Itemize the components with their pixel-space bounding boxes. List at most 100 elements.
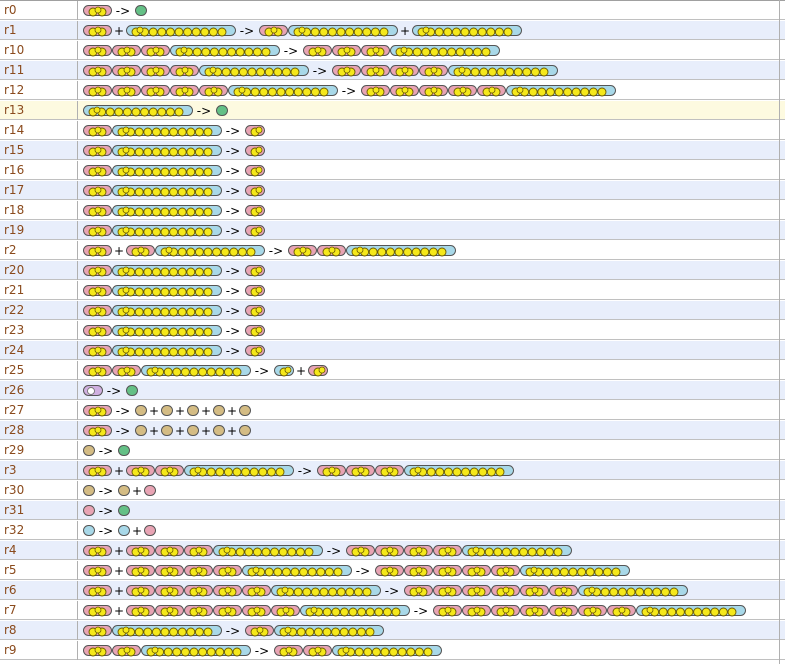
site-icon xyxy=(166,566,174,574)
bead-icon xyxy=(313,627,323,637)
reaction-id: r16 xyxy=(0,161,78,180)
bead-icon xyxy=(203,347,213,357)
site-icon xyxy=(386,546,394,554)
reaction-row-r6[interactable]: r6+-> xyxy=(0,581,785,600)
monomer-icon xyxy=(118,445,130,456)
plus-sign: + xyxy=(132,484,142,498)
site-icon xyxy=(94,366,102,374)
bead-icon xyxy=(542,567,552,577)
reaction-row-r22[interactable]: r22-> xyxy=(0,301,785,320)
site-icon xyxy=(357,546,365,554)
bead-icon xyxy=(319,27,329,37)
bead-icon xyxy=(177,127,187,137)
bead-icon xyxy=(452,467,462,477)
reaction-row-r25[interactable]: r25->+ xyxy=(0,361,785,380)
bead-icon xyxy=(727,607,737,617)
reaction-row-r7[interactable]: r7+-> xyxy=(0,601,785,620)
bead-icon xyxy=(484,547,494,557)
reaction-row-r3[interactable]: r3+-> xyxy=(0,461,785,480)
reaction-row-r15[interactable]: r15 -> xyxy=(0,141,785,160)
bead-icon xyxy=(160,187,170,197)
bead-icon xyxy=(423,647,433,657)
bead-icon xyxy=(105,107,115,117)
bead-icon xyxy=(143,327,153,337)
reaction-id: r15 xyxy=(0,141,78,160)
reaction-row-r23[interactable]: r23-> xyxy=(0,321,785,340)
reaction-row-r31[interactable]: r31-> xyxy=(0,501,785,520)
reaction-row-r27[interactable]: r27->++++ xyxy=(0,401,785,420)
bead-icon xyxy=(554,87,564,97)
reaction-row-r10[interactable]: r10-> xyxy=(0,41,785,60)
monomer-icon xyxy=(135,5,147,16)
bead-icon xyxy=(191,27,201,37)
site-icon xyxy=(314,46,322,54)
reaction-row-r32[interactable]: r32->+ xyxy=(0,521,785,540)
reaction-row-r12[interactable]: r12-> xyxy=(0,81,785,100)
site-icon xyxy=(94,46,102,54)
monomer-icon xyxy=(144,525,156,536)
bead-icon xyxy=(140,107,150,117)
site-icon xyxy=(253,606,261,614)
bead-icon xyxy=(114,107,124,117)
reaction-arrow: -> xyxy=(226,284,240,298)
reaction-row-r21[interactable]: r21-> xyxy=(0,281,785,300)
reaction-row-r2[interactable]: r2+-> xyxy=(0,241,785,260)
site-icon xyxy=(255,206,263,214)
reaction-equation: +-> xyxy=(83,244,456,258)
reaction-row-r9[interactable]: r9-> xyxy=(0,641,785,660)
site-icon xyxy=(122,206,130,214)
reaction-row-r28[interactable]: r28->++++ xyxy=(0,421,785,440)
site-icon xyxy=(318,366,326,374)
reaction-row-r13[interactable]: r13-> xyxy=(0,101,785,120)
bead-icon xyxy=(290,67,300,77)
reaction-row-r11[interactable]: r11-> xyxy=(0,61,785,80)
bead-icon xyxy=(290,567,300,577)
site-icon xyxy=(430,66,438,74)
site-icon xyxy=(415,546,423,554)
reaction-row-r8[interactable]: r8-> xyxy=(0,621,785,640)
site-icon xyxy=(94,346,102,354)
bead-icon xyxy=(235,547,245,557)
site-icon xyxy=(122,306,130,314)
site-icon xyxy=(270,26,278,34)
reaction-equation: -> xyxy=(83,104,228,118)
bead-icon xyxy=(339,627,349,637)
bead-icon xyxy=(148,107,158,117)
reaction-equation: -> xyxy=(83,624,384,638)
monomer-icon xyxy=(118,505,130,516)
reaction-row-r14[interactable]: r14-> xyxy=(0,121,785,140)
site-icon xyxy=(94,66,102,74)
bead-icon xyxy=(594,567,604,577)
reaction-row-r20[interactable]: r20-> xyxy=(0,261,785,280)
reaction-row-r18[interactable]: r18-> xyxy=(0,201,785,220)
reaction-row-r26[interactable]: r26-> xyxy=(0,381,785,400)
site-icon xyxy=(223,546,231,554)
site-icon xyxy=(328,246,336,254)
reaction-row-r19[interactable]: r19-> xyxy=(0,221,785,240)
bead-icon xyxy=(194,307,204,317)
monomer-icon xyxy=(135,425,147,436)
reaction-equation: +-> xyxy=(83,544,572,558)
reaction-equation: -> xyxy=(83,44,500,58)
site-icon xyxy=(459,86,467,94)
reaction-row-r5[interactable]: r5+-> xyxy=(0,561,785,580)
reaction-arrow: -> xyxy=(226,144,240,158)
reaction-row-r1[interactable]: r1+->+ xyxy=(0,21,785,40)
site-icon xyxy=(284,366,292,374)
reaction-row-r30[interactable]: r30->+ xyxy=(0,481,785,500)
reaction-row-r24[interactable]: r24-> xyxy=(0,341,785,360)
reaction-arrow: -> xyxy=(255,644,269,658)
reaction-row-r16[interactable]: r16-> xyxy=(0,161,785,180)
monomer-icon xyxy=(83,445,95,456)
reaction-arrow: -> xyxy=(226,204,240,218)
bead-icon xyxy=(295,547,305,557)
bead-icon xyxy=(304,547,314,557)
bead-icon xyxy=(203,307,213,317)
reaction-equation: -> xyxy=(83,64,558,78)
bead-icon xyxy=(151,627,161,637)
reaction-row-r0[interactable]: r0-> xyxy=(0,1,785,20)
reaction-row-r4[interactable]: r4+-> xyxy=(0,541,785,560)
reaction-row-r17[interactable]: r17-> xyxy=(0,181,785,200)
reaction-row-r29[interactable]: r29-> xyxy=(0,441,785,460)
plus-sign: + xyxy=(132,524,142,538)
